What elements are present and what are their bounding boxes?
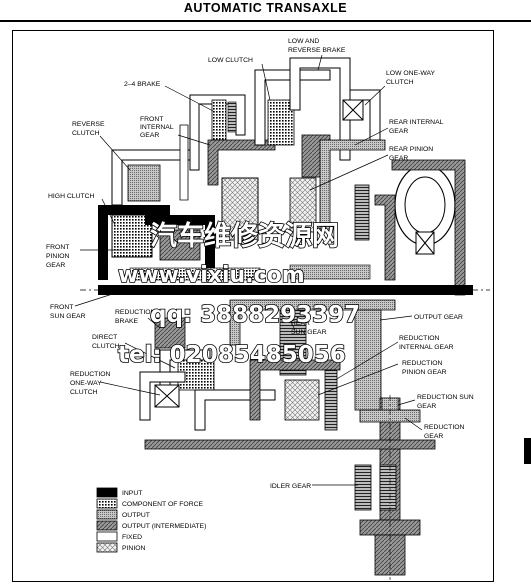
label-reduction-brake-2: BRAKE <box>115 318 139 325</box>
watermark-line-3: qq: 3888293397 <box>150 302 360 328</box>
label-front-internal-3: GEAR <box>140 132 159 139</box>
label-reduction-internal-1: REDUCTION <box>399 335 439 342</box>
section-tab-marker <box>524 438 531 464</box>
label-reduction-gear-2: GEAR <box>424 433 443 440</box>
label-rear-internal-2: GEAR <box>389 128 408 135</box>
label-high-clutch: HIGH CLUTCH <box>48 193 95 200</box>
label-rear-sun-1: REAR <box>291 320 310 327</box>
watermark-line-2: www.vixiu.com <box>118 263 305 288</box>
label-reduction-sun-1: REDUCTION SUN <box>417 394 474 401</box>
label-reduction-brake-1: REDUCTION <box>115 309 155 316</box>
diagram-frame <box>12 30 494 582</box>
legend-label-input: INPUT <box>122 490 142 497</box>
page-header: AUTOMATIC TRANSAXLE <box>0 0 531 22</box>
label-front-pinion-3: GEAR <box>46 262 65 269</box>
legend-label-fixed: FIXED <box>122 534 142 541</box>
label-rear-sun-2: SUN GEAR <box>291 329 327 336</box>
label-reduction-pinion-2: PINION GEAR <box>402 369 447 376</box>
rear-pinion-gear <box>289 177 317 233</box>
watermark-line-4: tel: 02085485056 <box>118 342 346 368</box>
label-output-gear: OUTPUT GEAR <box>414 314 463 321</box>
label-reduction-gear-1: REDUCTION <box>424 424 464 431</box>
label-front-pinion-2: PINION <box>46 253 70 260</box>
reduction-brake <box>154 317 186 349</box>
label-direct-clutch-2: CLUTCH <box>92 343 120 350</box>
legend-label-output: OUTPUT <box>122 512 150 519</box>
legend-swatch-output <box>96 509 118 520</box>
watermark: 汽车维修资源网 www.vixiu.com qq: 3888293397 tel… <box>117 219 361 369</box>
legend-swatch-fixed <box>96 531 118 542</box>
legend-swatch-intermediate <box>96 520 118 531</box>
label-reverse-clutch-1: REVERSE <box>72 121 105 128</box>
lower-shaft <box>144 439 436 450</box>
label-reverse-clutch-2: CLUTCH <box>72 130 100 137</box>
legend-swatch-pinion <box>96 542 118 553</box>
label-front-internal-1: FRONT <box>140 116 163 123</box>
label-low-oneway-2: CLUTCH <box>386 79 414 86</box>
label-direct-clutch-1: DIRECT <box>92 334 117 341</box>
leader-lines <box>74 54 423 486</box>
reduction-pinion-gear <box>284 379 320 421</box>
label-front-pinion-1: FRONT <box>46 244 69 251</box>
label-reduction-oneway-2: ONE-WAY <box>70 380 102 387</box>
label-low-clutch: LOW CLUTCH <box>208 57 253 64</box>
input-shaft <box>80 264 490 295</box>
label-reduction-pinion-1: REDUCTION <box>402 360 442 367</box>
label-reduction-sun-2: GEAR <box>417 403 436 410</box>
label-idler-gear: IDLER GEAR <box>270 483 311 490</box>
label-low-reverse-1: LOW AND <box>288 38 319 45</box>
part-labels: LOW CLUTCH LOW AND REVERSE BRAKE LOW ONE… <box>46 38 474 490</box>
legend: INPUT COMPONENT OF FORCE OUTPUT OUTPUT (… <box>96 487 206 553</box>
legend-label-intermediate: OUTPUT (INTERMEDIATE) <box>122 523 206 530</box>
label-low-oneway-1: LOW ONE-WAY <box>386 70 436 77</box>
label-rear-pinion-1: REAR PINION <box>389 146 433 153</box>
label-front-sun-1: FRONT <box>50 304 73 311</box>
label-reduction-oneway-1: REDUCTION <box>70 371 110 378</box>
idler-gear <box>354 464 372 511</box>
label-rear-pinion-2: GEAR <box>389 155 408 162</box>
label-rear-internal-1: REAR INTERNAL <box>389 119 444 126</box>
legend-label-pinion: PINION <box>122 545 146 552</box>
label-front-internal-2: INTERNAL <box>140 124 174 131</box>
reverse-clutch-plates <box>127 164 161 202</box>
label-low-reverse-2: REVERSE BRAKE <box>288 47 346 54</box>
brake-24-plates <box>211 99 227 141</box>
label-front-sun-2: SUN GEAR <box>50 313 86 320</box>
page-title: AUTOMATIC TRANSAXLE <box>183 1 348 15</box>
label-brake-24: 2–4 BRAKE <box>124 81 161 88</box>
watermark-line-1: 汽车维修资源网 <box>150 220 339 252</box>
label-reduction-oneway-3: CLUTCH <box>70 389 98 396</box>
legend-swatch-input <box>96 487 118 498</box>
label-reduction-internal-2: INTERNAL GEAR <box>399 344 454 351</box>
upper-gear-train <box>98 57 466 296</box>
legend-label-force: COMPONENT OF FORCE <box>122 501 204 508</box>
legend-swatch-force <box>96 498 118 509</box>
